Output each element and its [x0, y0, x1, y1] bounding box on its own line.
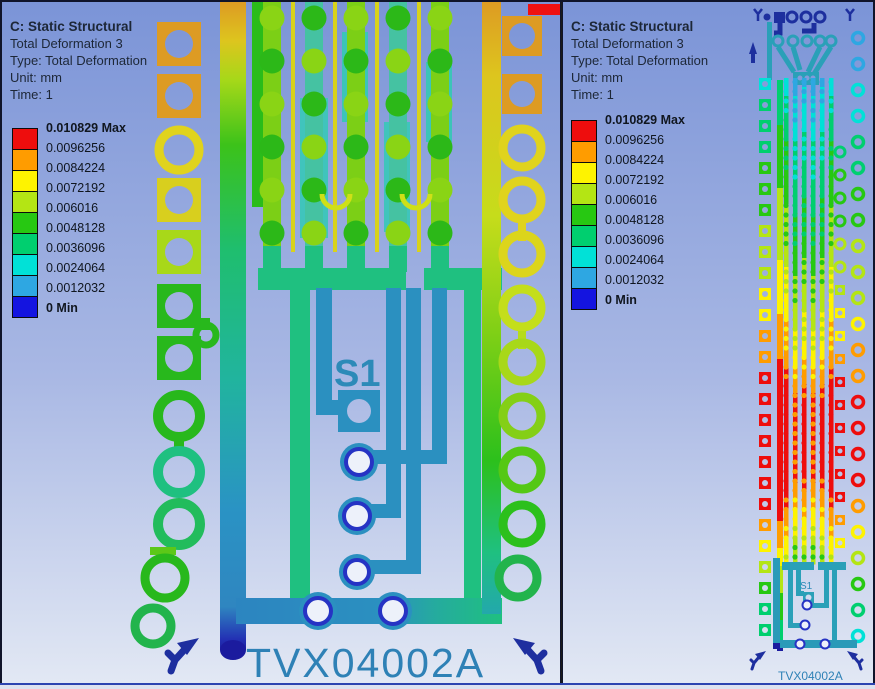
board-label-mini: TVX04002A	[778, 669, 843, 683]
corner-arrow-right-icon	[847, 651, 864, 671]
board-label: TVX04002A	[246, 640, 485, 683]
component-pad-s1	[338, 390, 380, 432]
axis-annotation-icons	[749, 8, 855, 63]
max-zone-sliver	[528, 4, 560, 15]
viewport-full-board[interactable]: S1 TVX04002A C: Static Structural Total …	[563, 2, 873, 683]
component-label-s1: S1	[334, 353, 380, 395]
signal-traces	[236, 288, 502, 624]
y-axis-icon	[845, 8, 855, 21]
up-arrow-icon	[749, 42, 757, 54]
component-label-s1-mini: S1	[800, 581, 813, 592]
corner-arrow-left-icon	[749, 651, 766, 671]
left-pad-column	[130, 22, 220, 649]
via-circles	[299, 443, 412, 630]
pcb-deformation-full-view[interactable]: S1 TVX04002A	[563, 2, 873, 683]
viewport-zoomed[interactable]: S1 TVX04002A C: Static Structural Total …	[2, 2, 562, 683]
left-bus-bar	[220, 2, 246, 660]
right-pad-column	[494, 16, 546, 602]
board-bottom-traces	[773, 558, 857, 650]
right-bus-bar	[482, 2, 560, 614]
window-bottom-edge	[0, 683, 875, 689]
fork-combs	[258, 268, 502, 290]
y-axis-icon	[753, 8, 763, 21]
pcb-deformation-zoomed-view[interactable]: S1 TVX04002A	[2, 2, 560, 683]
pad-array-columns	[252, 2, 453, 272]
